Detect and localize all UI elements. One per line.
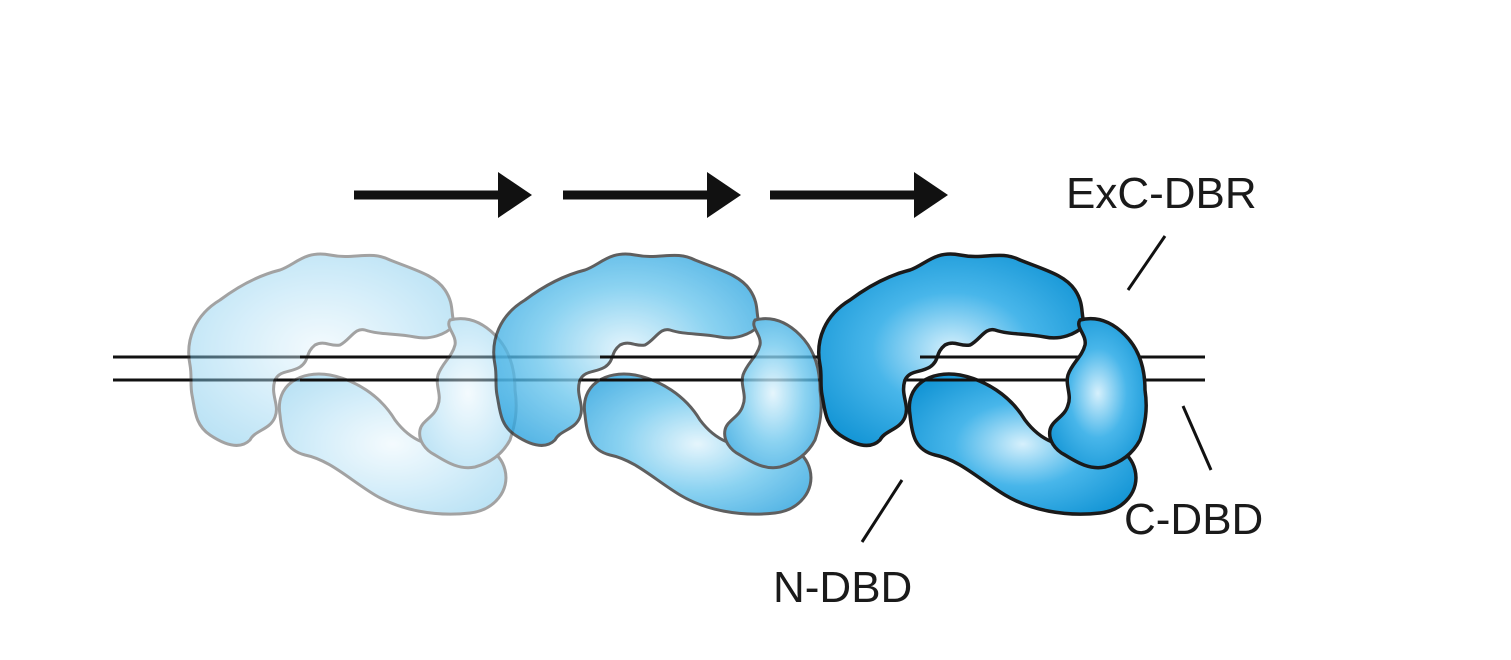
leader-lines <box>860 235 1213 543</box>
arrow-3 <box>770 172 948 218</box>
protein-ring-3 <box>817 252 1148 516</box>
c-dbd-leader <box>1181 405 1213 471</box>
protein-ring-1 <box>187 252 518 516</box>
arrow-1 <box>354 172 532 218</box>
c-dbd-label: C-DBD <box>1124 495 1264 544</box>
exc-dbr-leader <box>1126 235 1167 291</box>
dna-strands-front <box>300 355 1205 382</box>
exc-dbr-label: ExC-DBR <box>1066 169 1257 218</box>
n-dbd-leader <box>860 479 904 543</box>
protein-ring-2 <box>492 252 823 516</box>
direction-arrows <box>354 172 948 218</box>
arrow-2 <box>563 172 741 218</box>
n-dbd-label: N-DBD <box>773 563 913 612</box>
